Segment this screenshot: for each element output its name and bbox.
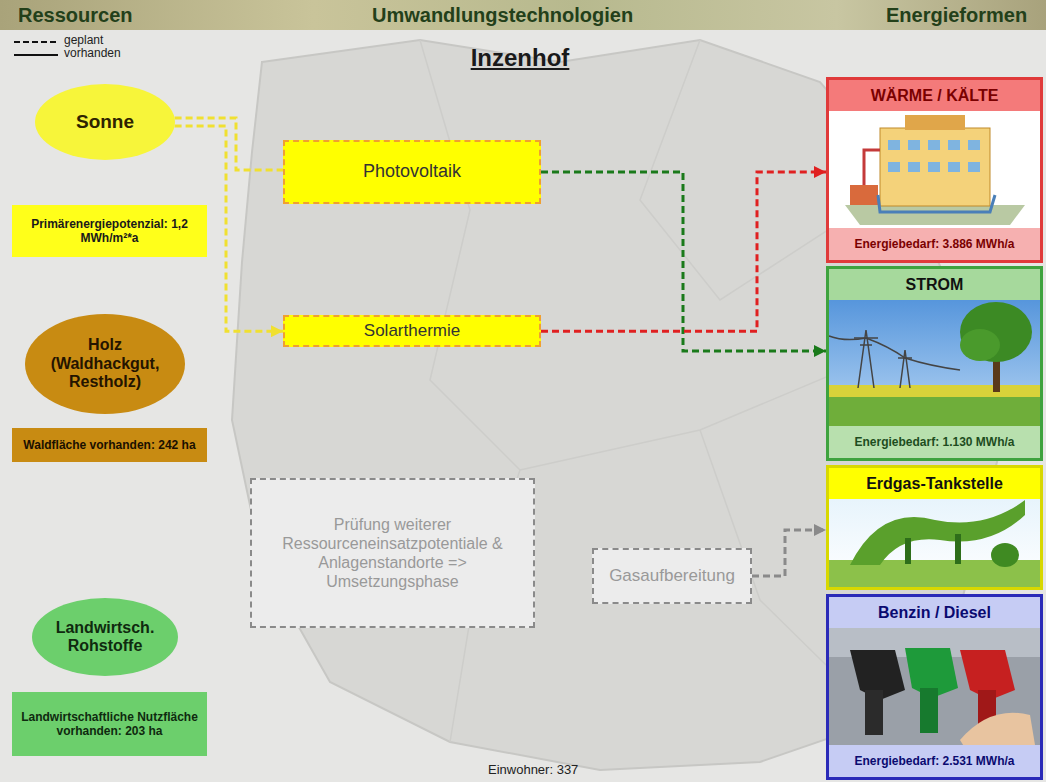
technology-box: Solarthermie bbox=[283, 315, 541, 347]
node-label: Holz (Waldhackgut, Restholz) bbox=[39, 336, 171, 391]
heat-illustration bbox=[829, 80, 1040, 260]
panel-heading: WÄRME / KÄLTE bbox=[829, 80, 1040, 111]
energy-panel: Erdgas-Tankstelle bbox=[826, 465, 1043, 590]
panel-heading: Erdgas-Tankstelle bbox=[829, 468, 1040, 499]
node-label: Prüfung weiterer Ressourceneinsatzpotent… bbox=[264, 515, 521, 592]
legend-dashed-line bbox=[14, 41, 58, 43]
technology-box: Photovoltaik bbox=[283, 140, 541, 204]
node-label: Photovoltaik bbox=[363, 161, 461, 183]
panel-heading: STROM bbox=[829, 269, 1040, 300]
technology-box: Gasaufbereitung bbox=[592, 548, 752, 604]
energy-panel: Benzin / DieselEnergiebedarf: 2.531 MWh/… bbox=[826, 594, 1043, 780]
power-illustration bbox=[829, 269, 1040, 458]
planning-box: Prüfung weiterer Ressourceneinsatzpotent… bbox=[250, 478, 535, 628]
flow-connector bbox=[541, 172, 826, 351]
gas-station-illustration bbox=[829, 468, 1040, 587]
column-heading: Ressourcen bbox=[18, 3, 133, 27]
legend-solid-line bbox=[14, 54, 58, 56]
node-label: Waldfläche vorhanden: 242 ha bbox=[23, 438, 195, 452]
energy-panel: WÄRME / KÄLTE Energiebedarf: 3.886 MWh/a bbox=[826, 77, 1043, 263]
resource-ellipse: Landwirtsch. Rohstoffe bbox=[32, 598, 178, 676]
column-heading: Umwandlungstechnologien bbox=[372, 3, 633, 27]
node-label: Landwirtsch. Rohstoffe bbox=[45, 619, 165, 656]
fuel-pump-illustration bbox=[829, 597, 1040, 777]
node-label: Gasaufbereitung bbox=[609, 566, 735, 586]
population-note: Einwohner: 337 bbox=[488, 762, 578, 778]
resource-ellipse: Holz (Waldhackgut, Restholz) bbox=[25, 314, 185, 414]
ellipse-fill bbox=[25, 314, 185, 414]
flow-connector bbox=[752, 530, 826, 576]
panel-footer: Energiebedarf: 2.531 MWh/a bbox=[829, 745, 1040, 777]
panel-footer: Energiebedarf: 1.130 MWh/a bbox=[829, 426, 1040, 458]
node-label: Solarthermie bbox=[364, 321, 460, 341]
area-box: Waldfläche vorhanden: 242 ha bbox=[12, 428, 207, 462]
legend-text: geplant bbox=[64, 34, 103, 47]
node-label: Primärenergiepotenzial: 1,2 MWh/m²*a bbox=[18, 217, 201, 246]
panel-footer: Energiebedarf: 3.886 MWh/a bbox=[829, 228, 1040, 260]
column-heading: Energieformen bbox=[886, 3, 1027, 27]
potential-box: Primärenergiepotenzial: 1,2 MWh/m²*a bbox=[12, 205, 207, 257]
ellipse-fill bbox=[35, 84, 175, 160]
resource-ellipse: Sonne bbox=[35, 84, 175, 160]
header-band bbox=[0, 0, 1046, 30]
flow-connector bbox=[541, 172, 826, 331]
diagram-title: Inzenhof bbox=[400, 44, 640, 72]
legend-text: vorhanden bbox=[64, 47, 121, 60]
area-box: Landwirtschaftliche Nutzfläche vorhanden… bbox=[12, 692, 207, 756]
energy-panel: STROM Energiebedarf: 1.130 MWh/a bbox=[826, 266, 1043, 461]
node-label: Landwirtschaftliche Nutzfläche vorhanden… bbox=[18, 710, 201, 739]
ellipse-fill bbox=[32, 598, 178, 676]
panel-heading: Benzin / Diesel bbox=[829, 597, 1040, 628]
node-label: Sonne bbox=[76, 111, 134, 133]
